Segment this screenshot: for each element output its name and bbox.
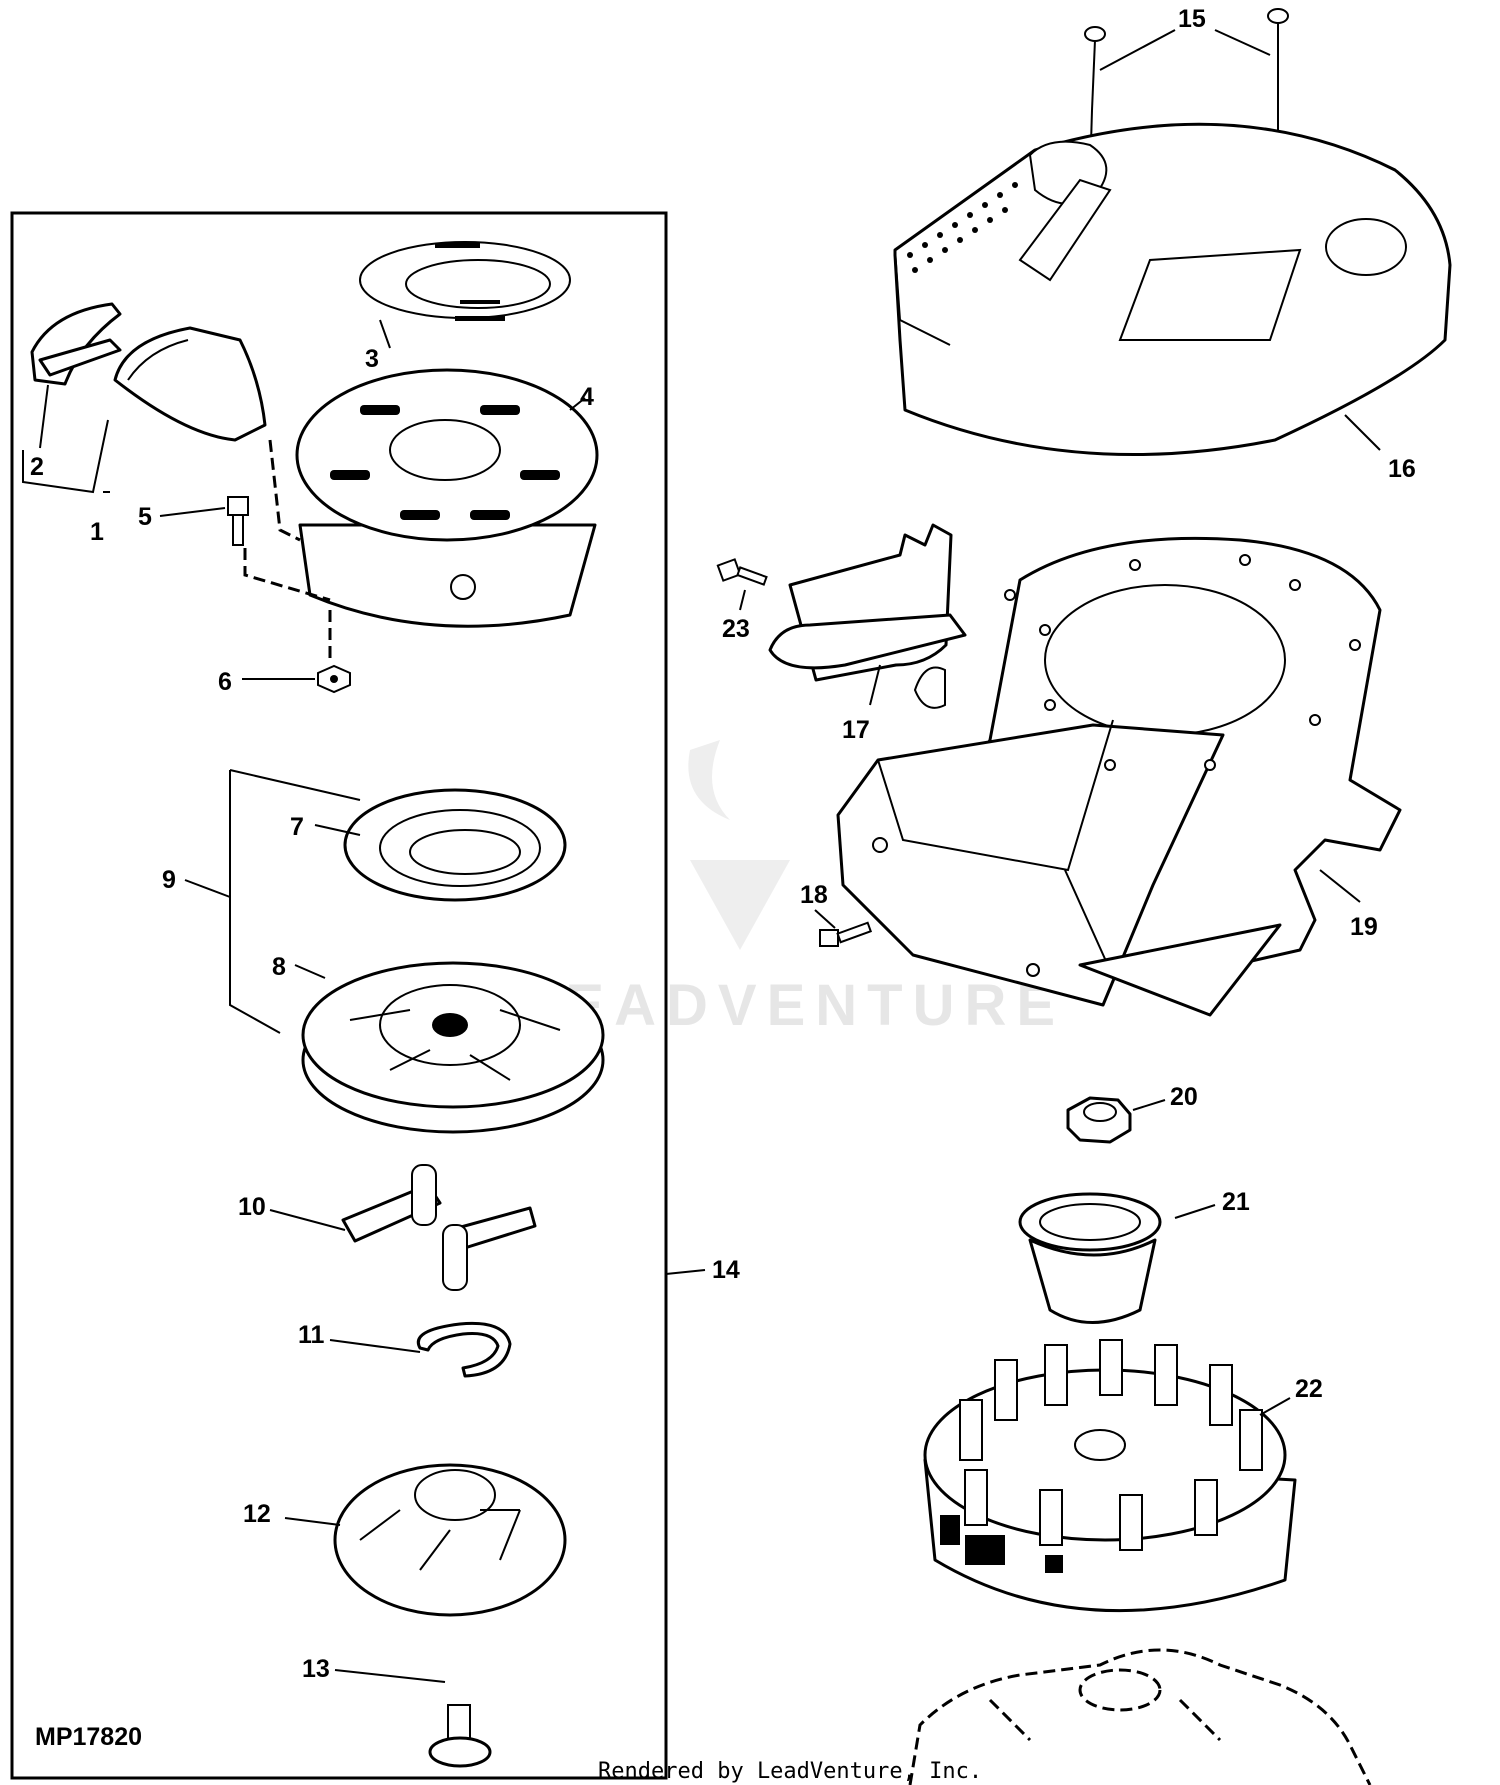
callout-2: 2	[30, 453, 44, 481]
callout-19: 19	[1350, 913, 1378, 941]
callout-16: 16	[1388, 455, 1416, 483]
part-4-housing	[295, 368, 599, 628]
part-3-spring	[359, 241, 571, 321]
part-11-ring	[416, 1321, 512, 1378]
part-13-bolt	[428, 1704, 492, 1768]
callout-22: 22	[1295, 1375, 1323, 1403]
starter-assembly-box	[10, 211, 668, 1780]
callout-17: 17	[842, 716, 870, 744]
part-8-pulley	[301, 961, 605, 1134]
callout-21: 21	[1222, 1188, 1250, 1216]
engine-block-outline	[908, 1648, 1372, 1785]
part-18-bolt	[819, 921, 873, 947]
callout-9: 9	[162, 866, 176, 894]
watermark-text: LEADVENTURE	[520, 973, 1065, 1038]
figure-code: MP17820	[35, 1723, 142, 1751]
callout-14: 14	[712, 1256, 740, 1284]
callout-11: 11	[298, 1321, 325, 1349]
part-12-ratchet	[333, 1463, 567, 1617]
callout-18: 18	[800, 881, 828, 909]
callout-12: 12	[243, 1500, 271, 1528]
callout-20: 20	[1170, 1083, 1198, 1111]
callout-5: 5	[138, 503, 152, 531]
leader-lines	[22, 29, 1381, 1683]
part-5-bolt	[227, 496, 249, 546]
part-7-spring	[343, 788, 567, 902]
part-22-flywheel	[923, 1339, 1297, 1613]
part-16-top-cover	[893, 122, 1452, 457]
part-23-bolt	[716, 558, 768, 586]
callout-1: 1	[90, 518, 104, 546]
part-1-2-handle	[30, 302, 267, 442]
part-20-nut	[1066, 1096, 1132, 1144]
callout-3: 3	[365, 345, 379, 373]
callout-10: 10	[238, 1193, 266, 1221]
part-17-baffle	[768, 523, 967, 709]
callout-6: 6	[218, 668, 232, 696]
callout-4: 4	[580, 383, 594, 411]
callout-7: 7	[290, 813, 304, 841]
callout-15: 15	[1178, 5, 1206, 33]
watermark: LEADVENTURE	[520, 740, 1065, 1038]
part-21-cup	[1018, 1192, 1162, 1324]
callout-labels: 1 2 3 4 5 6 7 8 9 10 11 12 13 14 15 16 1…	[30, 5, 1416, 1683]
render-credit: Rendered by LeadVenture, Inc.	[598, 1759, 982, 1784]
part-19-blower-housing	[836, 536, 1402, 1017]
part-6-nut	[317, 664, 351, 694]
callout-8: 8	[272, 953, 286, 981]
callout-23: 23	[722, 615, 750, 643]
part-10-pawls	[341, 1164, 537, 1291]
callout-13: 13	[302, 1655, 330, 1683]
